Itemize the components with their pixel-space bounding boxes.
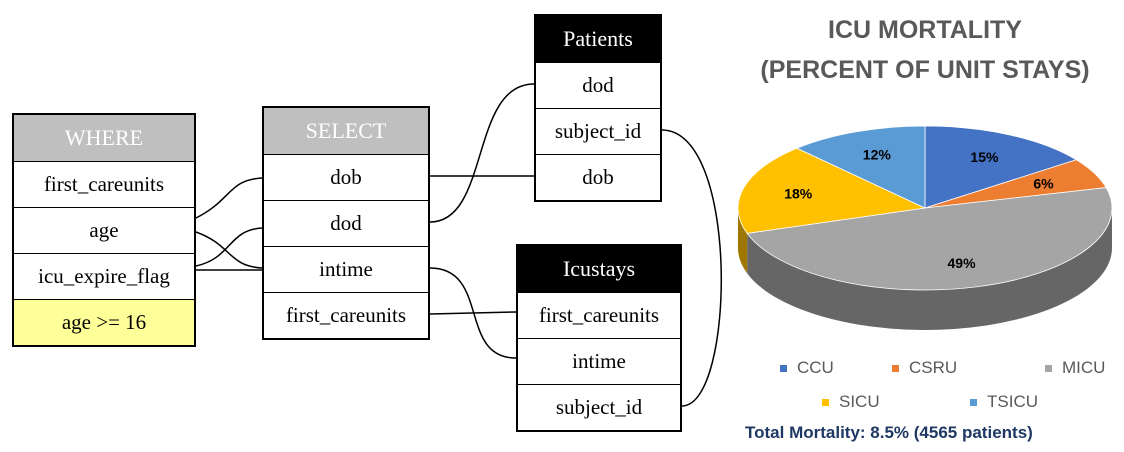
icustays-table-header: Icustays	[518, 246, 680, 292]
legend-item-ccu: CCU	[780, 358, 834, 378]
chart-title-line-1: ICU MORTALITY	[828, 16, 1022, 44]
legend-swatch-csru	[892, 365, 899, 373]
legend-swatch-ccu	[780, 365, 787, 373]
chart-title-line-2: (PERCENT OF UNIT STAYS)	[760, 56, 1090, 84]
where-row-icu-expire-flag: icu_expire_flag	[14, 253, 194, 299]
legend-item-tsicu: TSICU	[970, 392, 1038, 412]
legend-item-micu: MICU	[1045, 358, 1105, 378]
pie-labels: 15% 6% 49% 18% 12%	[784, 147, 1054, 271]
pie-slice-sicu	[737, 147, 927, 234]
pie-top	[737, 125, 1113, 291]
where-table-header: WHERE	[14, 115, 194, 161]
pie-label-micu: 49%	[948, 255, 977, 271]
patients-row-subject-id: subject_id	[536, 108, 660, 154]
legend-swatch-sicu	[822, 399, 829, 407]
pie-label-sicu: 18%	[784, 186, 813, 202]
pie-side	[738, 208, 1112, 331]
patients-row-dob: dob	[536, 154, 660, 200]
select-row-intime: intime	[264, 246, 428, 292]
total-mortality-note: Total Mortality: 8.5% (4565 patients)	[745, 423, 1033, 442]
where-row-age: age	[14, 207, 194, 253]
select-row-dob: dob	[264, 154, 428, 200]
pie-side-micu	[747, 208, 1112, 331]
pie-slice-micu	[746, 187, 1113, 291]
patients-table: Patients dod subject_id dob	[534, 14, 662, 202]
where-condition: age >= 16	[14, 299, 194, 345]
icustays-row-subject-id: subject_id	[518, 384, 680, 430]
pie-label-csru: 6%	[1033, 176, 1054, 192]
connector-icu-flag-dod	[195, 227, 263, 267]
legend-item-csru: CSRU	[892, 358, 957, 378]
legend-item-sicu: SICU	[822, 392, 880, 412]
pie-slice-ccu	[924, 125, 1078, 209]
legend-swatch-tsicu	[970, 399, 977, 407]
select-table-header: SELECT	[264, 108, 428, 154]
icustays-row-first-careunits: first_careunits	[518, 292, 680, 338]
chart-title: ICU MORTALITY (PERCENT OF UNIT STAYS)	[720, 10, 1124, 90]
pie-label-ccu: 15%	[970, 149, 999, 165]
connector-select-careunits-icustays-careunits	[429, 311, 517, 315]
pie-label-tsicu: 12%	[863, 147, 892, 163]
where-table: WHERE first_careunits age icu_expire_fla…	[12, 113, 196, 347]
select-table: SELECT dob dod intime first_careunits	[262, 106, 430, 340]
patients-table-header: Patients	[536, 16, 660, 62]
patients-row-dod: dod	[536, 62, 660, 108]
icustays-table: Icustays first_careunits intime subject_…	[516, 244, 682, 432]
legend-swatch-micu	[1045, 365, 1052, 373]
pie-slice-tsicu	[795, 125, 926, 209]
legend-label-tsicu: TSICU	[987, 392, 1038, 411]
legend-label-csru: CSRU	[909, 358, 958, 377]
connector-select-dod-patients-dod	[429, 83, 535, 223]
legend-label-sicu: SICU	[839, 392, 880, 411]
select-row-first-careunits: first_careunits	[264, 292, 428, 338]
pie-side-sicu	[738, 208, 748, 274]
connector-age-intime	[195, 231, 263, 269]
connector-age-dob	[195, 177, 263, 219]
where-row-first-careunits: first_careunits	[14, 161, 194, 207]
select-row-dod: dod	[264, 200, 428, 246]
connector-subject-id	[661, 129, 723, 407]
icustays-row-intime: intime	[518, 338, 680, 384]
legend-label-micu: MICU	[1062, 358, 1106, 377]
legend-label-ccu: CCU	[797, 358, 834, 377]
